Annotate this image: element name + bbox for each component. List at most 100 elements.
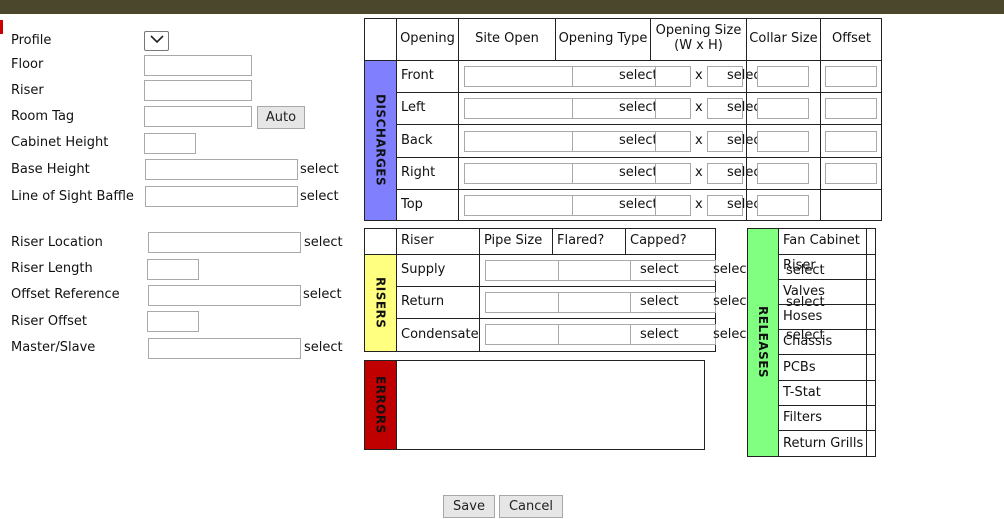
site-open-input[interactable] <box>464 98 574 119</box>
flared-input[interactable] <box>558 324 633 345</box>
site-open-input[interactable] <box>464 195 574 216</box>
offset-input[interactable] <box>825 66 877 87</box>
size-separator: x <box>695 100 703 115</box>
pipe-size-input[interactable] <box>485 292 560 313</box>
release-item-filters[interactable]: Filters <box>783 410 822 425</box>
height-input[interactable] <box>707 163 743 184</box>
site-open-input[interactable] <box>464 131 574 152</box>
header-opening: Opening <box>400 31 455 46</box>
riser-offset-input[interactable] <box>147 311 199 332</box>
flared-select[interactable]: select <box>640 327 679 342</box>
riser-location-input[interactable] <box>148 232 301 253</box>
size-select[interactable]: select <box>727 68 766 83</box>
profile-label: Profile <box>11 33 52 48</box>
size-select[interactable]: select <box>727 133 766 148</box>
offset-input[interactable] <box>825 98 877 119</box>
discharge-row-label: Back <box>401 133 433 148</box>
cancel-button[interactable]: Cancel <box>499 495 563 518</box>
width-input[interactable] <box>655 66 691 87</box>
releases-side-label: RELEASES <box>748 229 778 456</box>
riser-input[interactable] <box>144 80 252 101</box>
header-collar-size: Collar Size <box>749 31 818 46</box>
riser-length-input[interactable] <box>147 259 199 280</box>
offset-input[interactable] <box>825 131 877 152</box>
capped-input[interactable] <box>630 324 716 345</box>
release-item-chassis[interactable]: Chassis <box>783 334 833 349</box>
opening-type-select[interactable]: select <box>619 68 658 83</box>
height-input[interactable] <box>707 195 743 216</box>
capped-select[interactable]: select <box>713 294 752 309</box>
flared-select[interactable]: select <box>640 262 679 277</box>
release-item-valves[interactable]: Valves <box>783 284 825 299</box>
capped-select[interactable]: select <box>713 327 752 342</box>
release-select[interactable]: select <box>786 295 825 310</box>
cabinet-height-input[interactable] <box>144 133 196 154</box>
room-tag-input[interactable] <box>144 106 252 127</box>
pipe-size-input[interactable] <box>485 324 560 345</box>
auto-button[interactable]: Auto <box>257 106 305 129</box>
release-select[interactable]: select <box>786 328 825 343</box>
collar-size-input[interactable] <box>757 195 809 216</box>
base-height-input[interactable] <box>145 159 298 180</box>
size-select[interactable]: select <box>727 197 766 212</box>
width-input[interactable] <box>655 163 691 184</box>
size-separator: x <box>695 133 703 148</box>
release-item-t-stat[interactable]: T-Stat <box>783 385 821 400</box>
save-button[interactable]: Save <box>443 495 495 518</box>
discharge-row-label: Left <box>401 100 426 115</box>
width-input[interactable] <box>655 131 691 152</box>
master-slave-input[interactable] <box>148 338 301 359</box>
flared-select[interactable]: select <box>640 294 679 309</box>
release-item-riser[interactable]: Riser <box>783 258 816 273</box>
line-of-sight-label: Line of Sight Baffle <box>11 189 134 204</box>
risers-border <box>364 228 716 352</box>
release-select[interactable]: select <box>786 263 825 278</box>
riser-location-select[interactable]: select <box>304 235 343 250</box>
opening-type-select[interactable]: select <box>619 165 658 180</box>
release-item-hoses[interactable]: Hoses <box>783 309 823 324</box>
discharge-row-label: Top <box>401 197 423 212</box>
offset-input[interactable] <box>825 163 877 184</box>
master-slave-select[interactable]: select <box>304 340 343 355</box>
line-of-sight-input[interactable] <box>145 186 298 207</box>
site-open-input[interactable] <box>464 163 574 184</box>
collar-size-input[interactable] <box>757 163 809 184</box>
collar-size-input[interactable] <box>757 66 809 87</box>
flared-input[interactable] <box>558 292 633 313</box>
height-input[interactable] <box>707 66 743 87</box>
master-slave-label: Master/Slave <box>11 340 96 355</box>
release-item-fan-cabinet[interactable]: Fan Cabinet <box>783 233 860 248</box>
site-open-input[interactable] <box>464 66 574 87</box>
profile-dropdown[interactable] <box>144 31 169 51</box>
opening-type-select[interactable]: select <box>619 197 658 212</box>
base-height-label: Base Height <box>11 162 90 177</box>
line-of-sight-select[interactable]: select <box>300 189 339 204</box>
opening-type-select[interactable]: select <box>619 100 658 115</box>
height-input[interactable] <box>707 131 743 152</box>
release-item-return-grills[interactable]: Return Grills <box>783 436 864 451</box>
chevron-down-icon <box>150 34 164 47</box>
opening-type-select[interactable]: select <box>619 133 658 148</box>
room-tag-label: Room Tag <box>11 109 75 124</box>
collar-size-input[interactable] <box>757 131 809 152</box>
capped-input[interactable] <box>630 292 716 313</box>
height-input[interactable] <box>707 98 743 119</box>
capped-select[interactable]: select <box>713 262 752 277</box>
release-item-pcbs[interactable]: PCBs <box>783 360 816 375</box>
size-separator: x <box>695 165 703 180</box>
collar-size-input[interactable] <box>757 98 809 119</box>
floor-input[interactable] <box>144 55 252 76</box>
capped-input[interactable] <box>630 260 716 281</box>
offset-reference-input[interactable] <box>148 285 301 306</box>
pipe-size-input[interactable] <box>485 260 560 281</box>
riser-offset-label: Riser Offset <box>11 314 87 329</box>
size-select[interactable]: select <box>727 100 766 115</box>
offset-reference-select[interactable]: select <box>303 287 342 302</box>
base-height-select[interactable]: select <box>300 162 339 177</box>
width-input[interactable] <box>655 98 691 119</box>
header-offset: Offset <box>831 31 872 46</box>
size-select[interactable]: select <box>727 165 766 180</box>
width-input[interactable] <box>655 195 691 216</box>
flared-input[interactable] <box>558 260 633 281</box>
floor-label: Floor <box>11 57 44 72</box>
